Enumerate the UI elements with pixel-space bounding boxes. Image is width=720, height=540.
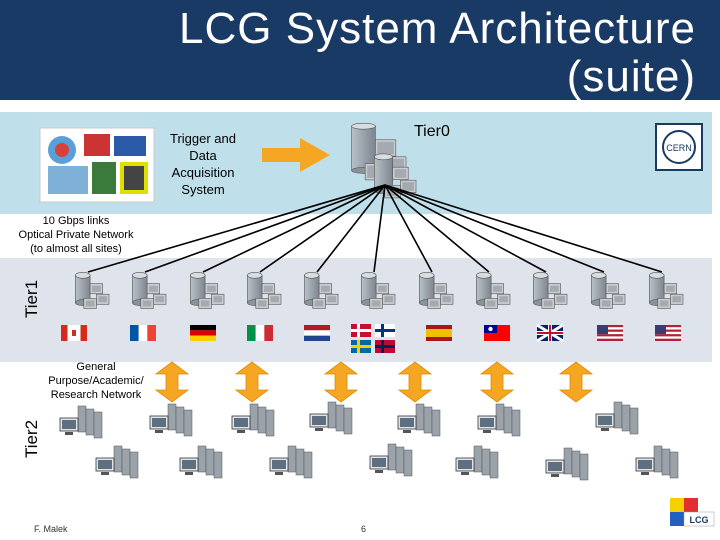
tier1-cluster-icon bbox=[361, 271, 396, 309]
tier2-computer-icon bbox=[397, 403, 441, 437]
tier0-label: Tier0 bbox=[414, 123, 450, 140]
tier2-computer-icon bbox=[595, 401, 639, 435]
tier2-computer-icon bbox=[231, 403, 275, 437]
double-arrow-icon bbox=[154, 361, 190, 403]
tier1-cluster-icon bbox=[132, 271, 167, 309]
tier1-cluster-icon bbox=[476, 271, 511, 309]
double-arrow-icon bbox=[479, 361, 515, 403]
network-link bbox=[316, 184, 386, 273]
tier1-sites bbox=[75, 271, 684, 309]
network-link bbox=[384, 184, 663, 273]
tier2-computer-icon bbox=[59, 405, 103, 439]
general-network-line3: Research Network bbox=[50, 389, 142, 401]
network-links-line1: 10 Gbps links bbox=[42, 215, 110, 227]
tier2-connections bbox=[154, 361, 594, 403]
tier1-cluster-icon bbox=[75, 271, 110, 309]
tier2-computer-icon bbox=[455, 445, 499, 479]
tier2-computer-icon bbox=[149, 403, 193, 437]
tier2-computer-icon bbox=[477, 403, 521, 437]
tier1-cluster-icon bbox=[591, 271, 626, 309]
detector-image bbox=[39, 127, 155, 203]
network-links bbox=[87, 184, 663, 273]
network-link bbox=[384, 184, 547, 273]
network-links-label: 10 Gbps links Optical Private Network (t… bbox=[8, 214, 144, 256]
network-links-line2: Optical Private Network bbox=[18, 229, 134, 241]
tier2-computer-icon bbox=[269, 445, 313, 479]
tier0-storage-icon bbox=[351, 122, 407, 181]
tier2-computer-icon bbox=[95, 445, 139, 479]
general-network-line1: General bbox=[76, 361, 116, 373]
general-network-label: General Purpose/Academic/ Research Netwo… bbox=[38, 360, 154, 402]
footer-page-number: 6 bbox=[361, 524, 367, 534]
lcg-logo: LCG bbox=[670, 498, 715, 527]
tier1-label: Tier1 bbox=[22, 279, 41, 318]
tier2-computer-icon bbox=[369, 443, 413, 477]
tier2-label: Tier2 bbox=[22, 419, 41, 458]
network-link bbox=[384, 184, 433, 273]
cern-logo-text: CERN bbox=[666, 143, 692, 153]
title-divider bbox=[0, 100, 720, 102]
tier1-cluster-icon bbox=[649, 271, 684, 309]
double-arrow-icon bbox=[234, 361, 270, 403]
tdaq-label: Trigger and Data Acquisition System bbox=[170, 131, 236, 197]
tier1-cluster-icon bbox=[190, 271, 225, 309]
tier2-computer-icon bbox=[179, 445, 223, 479]
tier1-cluster-icon bbox=[247, 271, 282, 309]
network-link bbox=[202, 184, 386, 273]
double-arrow-icon bbox=[323, 361, 359, 403]
network-link bbox=[384, 184, 490, 273]
double-arrow-icon bbox=[397, 361, 433, 403]
network-link bbox=[87, 184, 386, 273]
slide-title-line2: (suite) bbox=[566, 52, 696, 101]
network-link bbox=[144, 184, 386, 273]
tier2-computer-icon bbox=[545, 447, 589, 481]
title-bar bbox=[0, 0, 720, 100]
tier2-computer-icon bbox=[309, 401, 353, 435]
tier1-cluster-icon bbox=[533, 271, 568, 309]
tier1-flags bbox=[61, 323, 681, 353]
tier0-cluster-icon bbox=[351, 122, 417, 199]
tier2-computer-icon bbox=[635, 445, 679, 479]
general-network-line2: Purpose/Academic/ bbox=[48, 375, 144, 387]
lcg-logo-text: LCG bbox=[690, 515, 709, 525]
footer-author: F. Malek bbox=[34, 524, 68, 534]
tier2-sites bbox=[59, 401, 679, 481]
network-link bbox=[259, 184, 386, 273]
network-link bbox=[384, 184, 605, 273]
tier1-cluster-icon bbox=[419, 271, 454, 309]
network-links-line3: (to almost all sites) bbox=[30, 243, 122, 255]
data-flow-arrow bbox=[262, 138, 330, 172]
cern-logo: CERN bbox=[655, 123, 703, 171]
network-link bbox=[373, 184, 386, 273]
tier1-cluster-icon bbox=[304, 271, 339, 309]
double-arrow-icon bbox=[558, 361, 594, 403]
slide-title-line1: LCG System Architecture bbox=[179, 4, 696, 53]
